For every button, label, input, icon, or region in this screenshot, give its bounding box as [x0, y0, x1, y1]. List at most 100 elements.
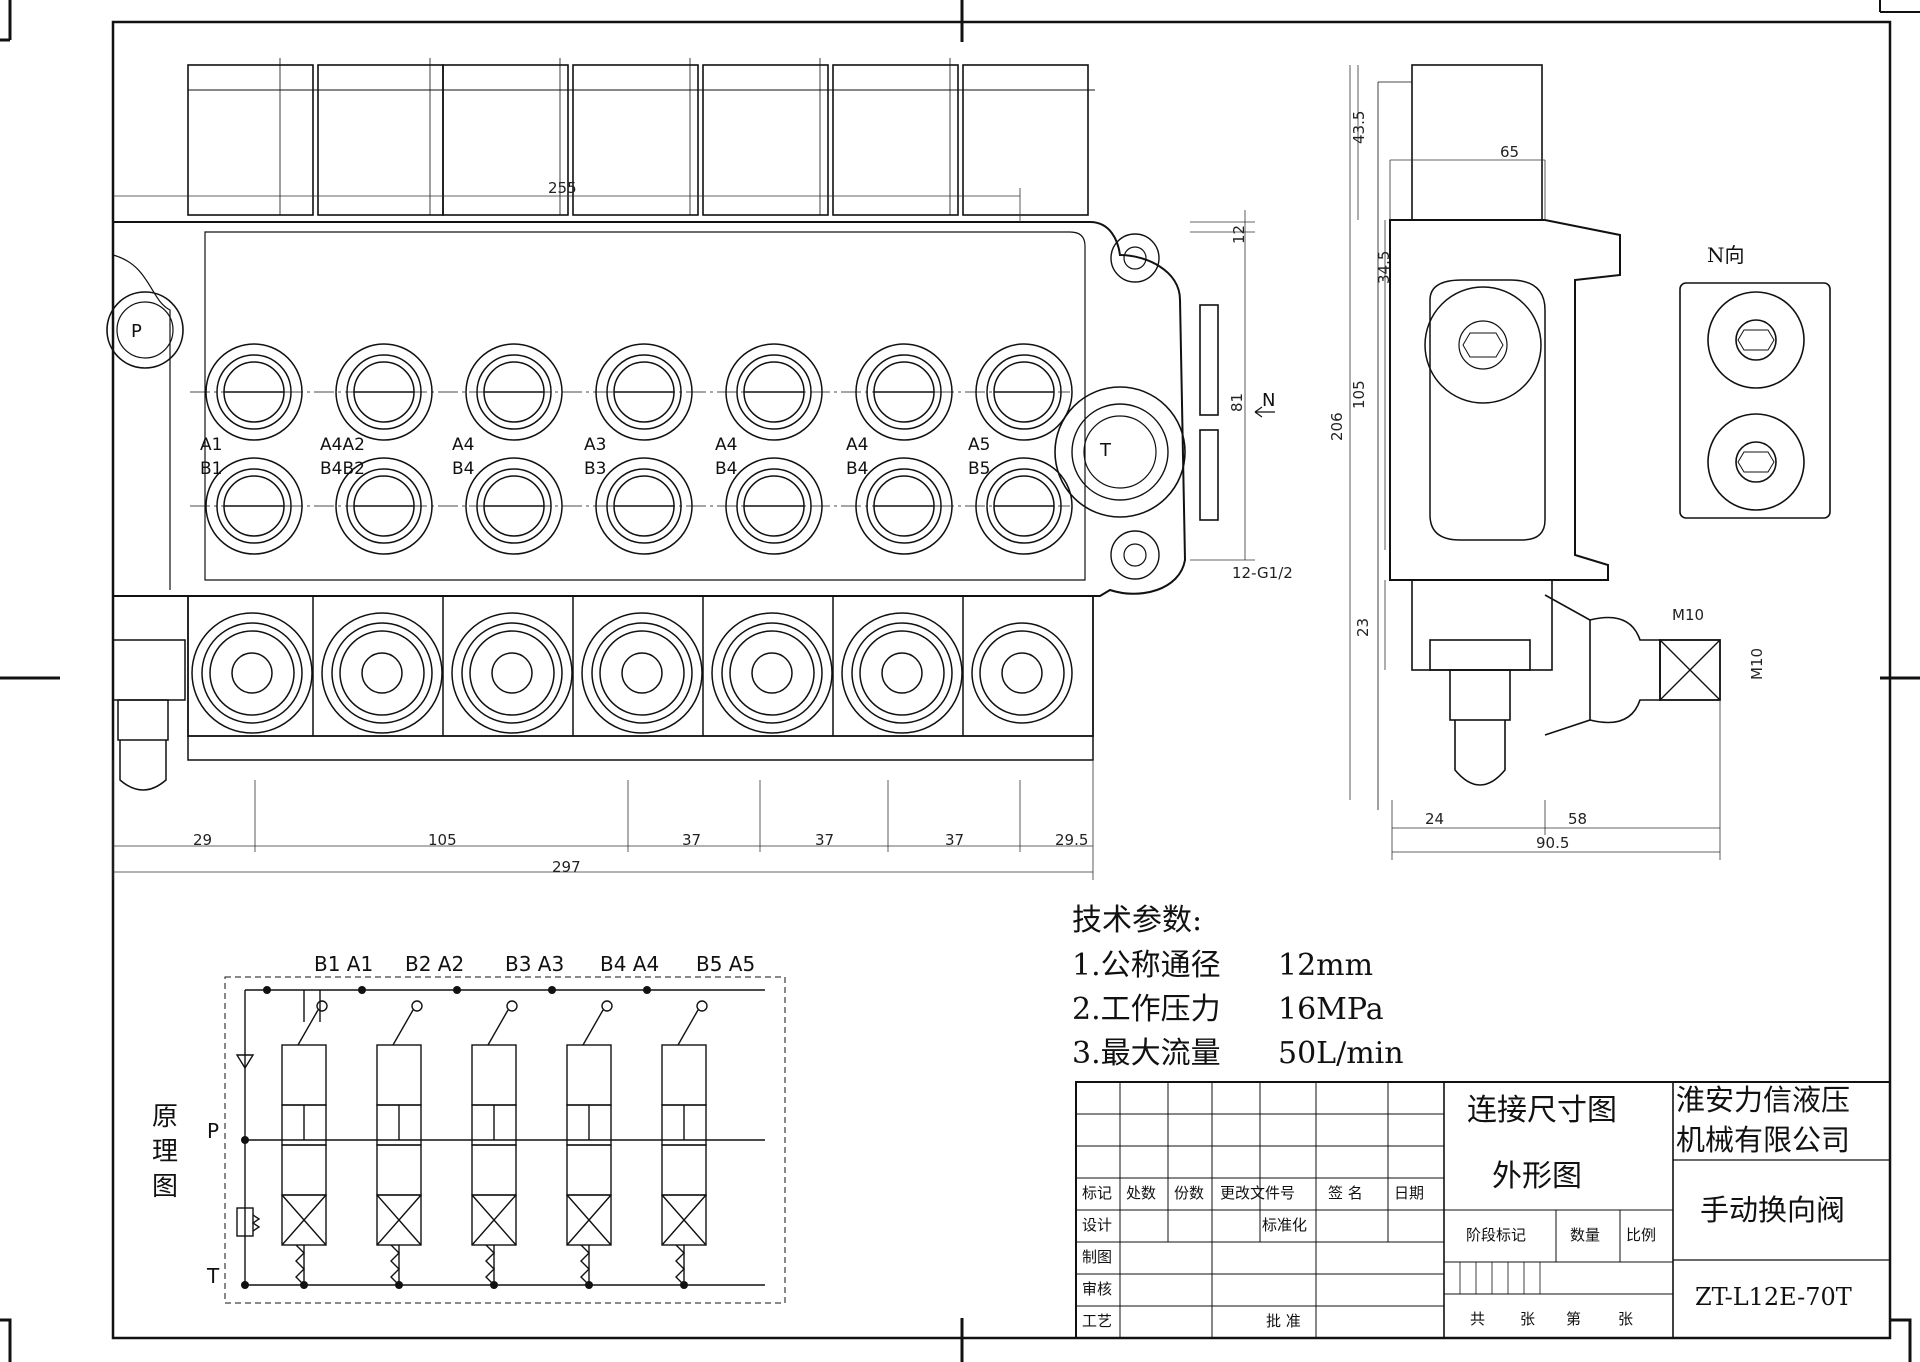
- rev-header-count: 处数: [1126, 1184, 1156, 1202]
- b-port-row: [205, 457, 1073, 555]
- schematic-ports-3: B3 A3: [505, 952, 564, 976]
- label-a4-2: A4: [715, 435, 737, 455]
- dim-105: 105: [428, 831, 457, 849]
- port-t-label: T: [1099, 440, 1112, 461]
- spec-3-value: 50L/min: [1278, 1036, 1404, 1071]
- dim-43-5: 43.5: [1350, 111, 1368, 144]
- row-design: 设计: [1082, 1216, 1112, 1234]
- label-b4-3: B4: [846, 459, 868, 479]
- dim-thread: 12-G1/2: [1232, 564, 1293, 582]
- model-number: ZT-L12E-70T: [1695, 1283, 1852, 1311]
- dim-37a: 37: [682, 831, 701, 849]
- doc-title-outline: 外形图: [1492, 1159, 1582, 1194]
- row-process: 工艺: [1082, 1312, 1112, 1330]
- label-b4b2: B4B2: [320, 459, 365, 479]
- dim-65: 65: [1500, 143, 1519, 161]
- dim-255: 255: [548, 179, 577, 197]
- row-drawing: 制图: [1082, 1248, 1112, 1266]
- label-a4-1: A4: [452, 435, 474, 455]
- dim-m10-b: M10: [1748, 648, 1766, 680]
- front-view: [106, 58, 1219, 597]
- schematic-label-1: 原: [152, 1102, 178, 1132]
- n-view-title: N向: [1707, 243, 1745, 267]
- ab-ports: [205, 343, 1073, 555]
- valve-section-2: [376, 1000, 423, 1286]
- title-block-texts: 连接尺寸图 外形图 淮安力信液压 机械有限公司 手动换向阀 ZT-L12E-70…: [1082, 1083, 1852, 1330]
- side-dimension-lines: [1349, 65, 1721, 860]
- a-port-row: [205, 343, 1073, 441]
- label-a1: A1: [200, 435, 222, 455]
- spec-2-label: 2.工作压力: [1072, 992, 1221, 1027]
- dim-297: 297: [552, 858, 581, 876]
- rev-header-sign: 签 名: [1328, 1184, 1363, 1202]
- spec-2-value: 16MPa: [1278, 992, 1384, 1027]
- dim-34-5: 34.5: [1375, 251, 1393, 284]
- label-b4-2: B4: [715, 459, 737, 479]
- label-b5: B5: [968, 459, 990, 479]
- rev-header-doc: 更改文件号: [1220, 1184, 1295, 1202]
- n-view: [1679, 282, 1831, 519]
- dim-24: 24: [1425, 810, 1444, 828]
- schematic-ports-1: B1 A1: [314, 952, 373, 976]
- n-direction-label: N: [1262, 390, 1275, 411]
- dim-37b: 37: [815, 831, 834, 849]
- rev-header-date: 日期: [1394, 1184, 1424, 1202]
- sheets-num-prefix: 第: [1566, 1310, 1581, 1328]
- port-p-label: P: [131, 321, 142, 342]
- label-b3: B3: [584, 459, 606, 479]
- dim-29: 29: [193, 831, 212, 849]
- spec-1-label: 1.公称通径: [1072, 948, 1221, 983]
- schematic-ports-5: B5 A5: [696, 952, 755, 976]
- label-a4-3: A4: [846, 435, 868, 455]
- side-view: [1377, 64, 1721, 810]
- dim-m10-a: M10: [1672, 606, 1704, 624]
- sheets-total-suffix: 张: [1520, 1310, 1535, 1328]
- label-a5: A5: [968, 435, 990, 455]
- valve-section-5: [661, 1000, 708, 1286]
- product-name: 手动换向阀: [1700, 1193, 1845, 1227]
- label-a3: A3: [584, 435, 606, 455]
- dim-23: 23: [1354, 618, 1372, 637]
- doc-title-connection: 连接尺寸图: [1467, 1093, 1617, 1128]
- stage-mark-label: 阶段标记: [1466, 1226, 1526, 1244]
- rev-header-copies: 份数: [1174, 1184, 1204, 1202]
- dim-37c: 37: [945, 831, 964, 849]
- dim-105-side: 105: [1350, 380, 1368, 409]
- sheets-num-suffix: 张: [1618, 1310, 1633, 1328]
- dim-206: 206: [1328, 412, 1346, 441]
- dim-90-5: 90.5: [1536, 834, 1569, 852]
- schematic-p-label: P: [207, 1119, 219, 1143]
- rev-header-mark: 标记: [1082, 1184, 1112, 1202]
- dim-58: 58: [1568, 810, 1587, 828]
- label-b1: B1: [200, 459, 222, 479]
- standardize-label: 标准化: [1262, 1216, 1307, 1234]
- tech-specs: 技术参数: 1.公称通径 12mm 2.工作压力 16MPa 3.最大流量 50…: [1072, 903, 1404, 1071]
- label-b4-1: B4: [452, 459, 474, 479]
- spec-3-label: 3.最大流量: [1072, 1036, 1221, 1071]
- schematic-label-2: 理: [152, 1137, 178, 1167]
- valve-body-outline: [112, 221, 1187, 597]
- hydraulic-schematic: 原 理 图 P T B1 A1 B2 A2 B3 A3 B4 A4 B5 A5: [152, 952, 786, 1304]
- sheets-total-prefix: 共: [1470, 1310, 1485, 1328]
- scale-label: 比例: [1626, 1226, 1656, 1244]
- valve-section-3: [471, 1000, 518, 1286]
- valve-section-4: [566, 1000, 613, 1286]
- label-a4a2: A4A2: [320, 435, 365, 455]
- quantity-label: 数量: [1570, 1226, 1600, 1244]
- company-name-2: 机械有限公司: [1676, 1123, 1850, 1157]
- lever-caps: [187, 58, 1095, 216]
- dim-12: 12: [1230, 225, 1248, 244]
- company-name-1: 淮安力信液压: [1676, 1083, 1850, 1117]
- row-review: 审核: [1082, 1280, 1112, 1298]
- approve-label: 批 准: [1266, 1312, 1301, 1330]
- spec-1-value: 12mm: [1278, 948, 1373, 983]
- schematic-ports-4: B4 A4: [600, 952, 659, 976]
- front-dimensions: [112, 188, 1255, 880]
- schematic-label-3: 图: [152, 1172, 178, 1202]
- dim-29-5: 29.5: [1055, 831, 1088, 849]
- specs-title: 技术参数:: [1072, 903, 1202, 938]
- schematic-ports-2: B2 A2: [405, 952, 464, 976]
- valve-section-1: [281, 990, 328, 1286]
